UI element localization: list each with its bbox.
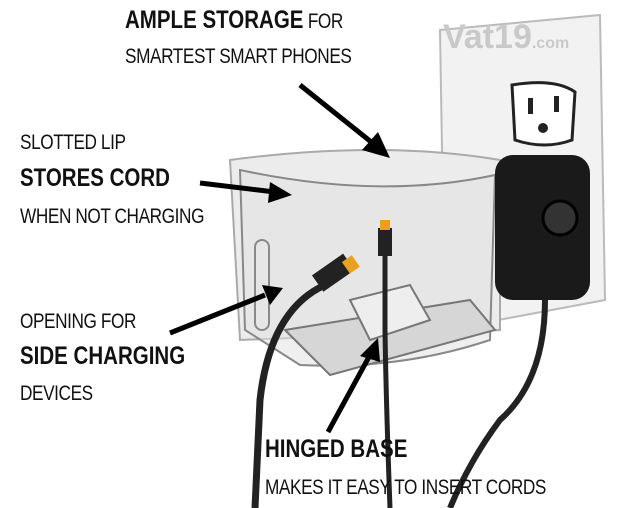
- callout-storage-line2: SMARTEST SMART PHONES: [125, 45, 352, 68]
- wall-charger: [495, 155, 590, 300]
- callout-storage-rest: FOR: [303, 10, 344, 33]
- callout-storage: AMPLE STORAGE FOR: [125, 8, 343, 34]
- callout-side-line3: DEVICES: [20, 382, 93, 405]
- side-cord: [251, 281, 327, 508]
- callout-storage-bold: AMPLE STORAGE: [125, 6, 304, 34]
- callout-lip-line3: WHEN NOT CHARGING: [20, 205, 205, 228]
- watermark-logo: Vat19.com: [443, 18, 570, 56]
- callout-side-bold: SIDE CHARGING: [20, 342, 186, 370]
- outlet-receptacle: [510, 81, 577, 147]
- charger-cord: [447, 299, 548, 508]
- callout-arrows: [169, 83, 390, 434]
- callout-lip-line1: SLOTTED LIP: [20, 131, 126, 154]
- callout-side-line1: OPENING FOR: [20, 310, 137, 333]
- callout-base-line2: MAKES IT EASY TO INSERT CORDS: [265, 476, 546, 499]
- top-cord: [382, 255, 393, 508]
- callout-base-bold: HINGED BASE: [265, 435, 408, 463]
- side-opening: [254, 239, 270, 331]
- callout-lip-bold: STORES CORD: [20, 164, 170, 192]
